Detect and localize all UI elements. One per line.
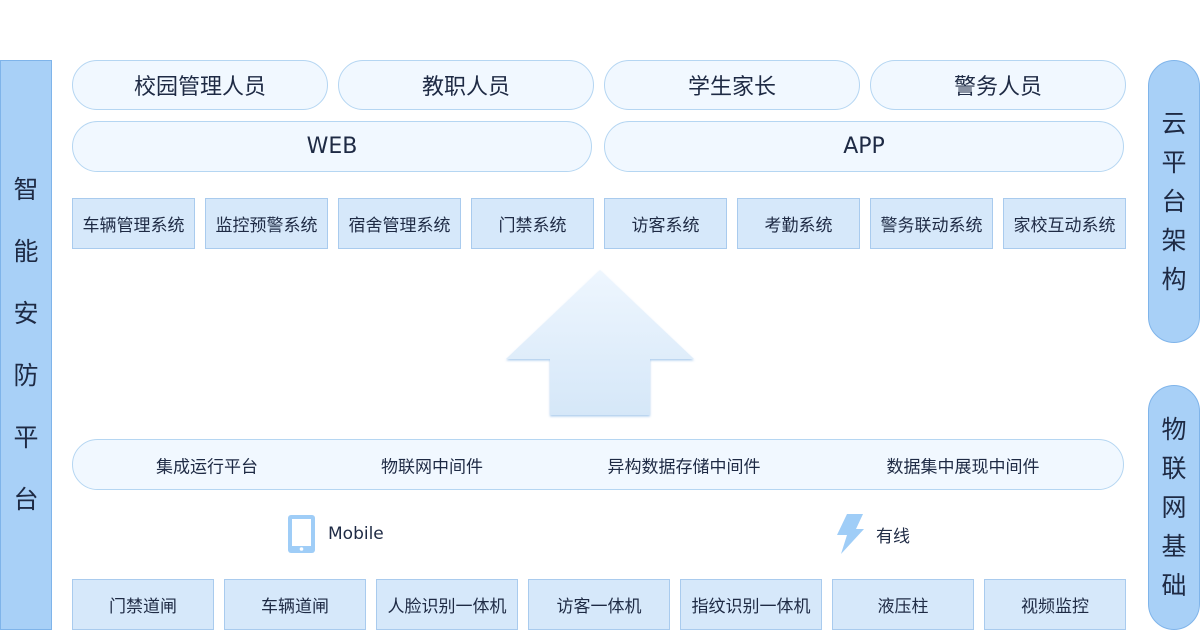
label-char: 架 [1161,226,1187,255]
user-parents: 学生家长 [604,60,860,110]
device-label: 门禁道闸 [109,597,177,617]
iot-foundation-label: 物 联 网 基 础 [1148,385,1200,630]
client-app: APP [604,121,1124,172]
label-char: 台 [1161,187,1187,216]
label-char: 联 [1161,454,1187,483]
system-label: 警务联动系统 [880,216,983,236]
system-box: 考勤系统 [737,198,860,249]
system-box: 监控预警系统 [205,198,328,249]
user-label: 学生家长 [687,75,776,100]
middleware-label: 集成运行平台 [156,457,258,477]
system-label: 宿舍管理系统 [348,216,451,236]
device-box: 视频监控 [984,579,1126,630]
device-label: 人脸识别一体机 [387,597,507,617]
device-label: 车辆道闸 [261,597,329,617]
mobile-legend: Mobile [287,514,384,554]
system-label: 访客系统 [631,216,700,236]
middleware-label: 异构数据存储中间件 [607,457,761,477]
system-box: 宿舍管理系统 [338,198,461,249]
client-label: APP [843,134,885,159]
middleware-bar: 集成运行平台 物联网中间件 异构数据存储中间件 数据集中展现中间件 [72,439,1124,490]
device-box: 人脸识别一体机 [376,579,518,630]
wired-legend: 有线 [835,513,910,555]
label-char: 网 [1161,493,1187,522]
label-char: 物 [1161,415,1187,444]
device-box: 车辆道闸 [224,579,366,630]
user-campus-admin: 校园管理人员 [72,60,328,110]
user-label: 校园管理人员 [133,75,266,100]
label-char: 云 [1161,109,1187,138]
tablet-icon [288,515,315,553]
system-label: 车辆管理系统 [82,216,185,236]
smart-security-platform-label: 智 能 安 防 平 台 [0,60,52,630]
label-char: 构 [1161,265,1187,294]
label-char: 台 [13,485,39,514]
system-label: 考勤系统 [764,216,833,236]
lightning-icon [837,514,864,554]
device-label: 视频监控 [1021,597,1089,617]
system-box: 警务联动系统 [870,198,993,249]
label-char: 础 [1161,571,1187,600]
device-box: 指纹识别一体机 [680,579,822,630]
up-arrow-icon [506,270,694,415]
system-box: 家校互动系统 [1003,198,1126,249]
label-char: 能 [13,237,39,266]
label-char: 智 [13,175,39,204]
user-police: 警务人员 [870,60,1126,110]
system-label: 监控预警系统 [215,216,318,236]
label-char: 安 [13,299,39,328]
device-label: 访客一体机 [556,597,642,617]
device-label: 指纹识别一体机 [691,597,811,617]
system-label: 门禁系统 [498,216,567,236]
device-box: 门禁道闸 [72,579,214,630]
mobile-label: Mobile [328,524,384,544]
system-box: 车辆管理系统 [72,198,195,249]
system-label: 家校互动系统 [1013,216,1116,236]
device-box: 液压柱 [832,579,974,630]
cloud-platform-label: 云 平 台 架 构 [1148,60,1200,343]
device-label: 液压柱 [877,597,929,617]
client-label: WEB [306,134,358,159]
user-label: 教职人员 [421,75,510,100]
system-box: 访客系统 [604,198,727,249]
wired-label: 有线 [876,526,910,547]
device-box: 访客一体机 [528,579,670,630]
label-char: 平 [1161,148,1187,177]
user-label: 警务人员 [953,75,1042,100]
system-box: 门禁系统 [471,198,594,249]
label-char: 基 [1161,532,1187,561]
label-char: 平 [13,423,39,452]
user-staff: 教职人员 [338,60,594,110]
client-web: WEB [72,121,592,172]
label-char: 防 [13,361,39,390]
middleware-label: 物联网中间件 [381,457,483,477]
middleware-label: 数据集中展现中间件 [886,457,1040,477]
